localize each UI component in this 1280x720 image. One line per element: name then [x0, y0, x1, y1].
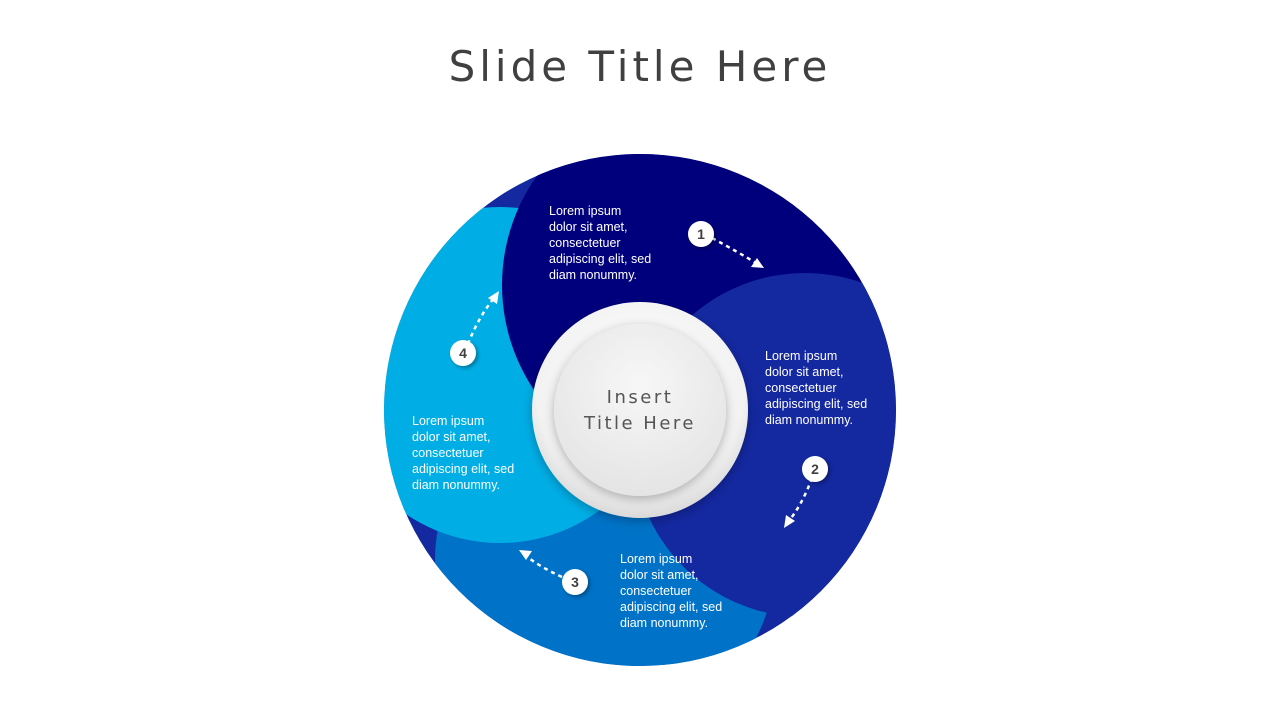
segment-3-line: adipiscing elit, sed — [620, 600, 723, 614]
segment-2-line: Lorem ipsum — [765, 349, 838, 363]
segment-1-line: diam nonummy. — [549, 268, 637, 282]
step-number-4: 4 — [459, 345, 467, 361]
step-number-1: 1 — [697, 226, 705, 242]
segment-1-line: adipiscing elit, sed — [549, 252, 652, 266]
segment-2-line: consectetuer — [765, 381, 837, 395]
step-number-3: 3 — [571, 574, 579, 590]
center-title-line-2: Title Here — [584, 413, 696, 434]
segment-3-line: Lorem ipsum — [620, 552, 693, 566]
step-badge-1: 1 — [688, 221, 714, 247]
segment-2-line: diam nonummy. — [765, 413, 853, 427]
arrowhead-1 — [751, 258, 764, 268]
center-title: Insert Title Here — [555, 385, 725, 437]
arrow-2 — [787, 477, 814, 523]
segment-1-text: Lorem ipsum dolor sit amet, consectetuer… — [549, 203, 679, 283]
segment-4-line: dolor sit amet, — [412, 430, 491, 444]
segment-2-text: Lorem ipsum dolor sit amet, consectetuer… — [765, 348, 895, 428]
arrow-4 — [466, 297, 495, 345]
step-number-2: 2 — [811, 461, 819, 477]
segment-2-line: dolor sit amet, — [765, 365, 844, 379]
segment-2-line: adipiscing elit, sed — [765, 397, 868, 411]
segment-3-line: dolor sit amet, — [620, 568, 699, 582]
step-badge-4: 4 — [450, 340, 476, 366]
arrow-3 — [525, 554, 563, 579]
arrowhead-4 — [488, 291, 499, 304]
segment-4-line: consectetuer — [412, 446, 484, 460]
arrowhead-2 — [784, 515, 795, 528]
segment-4-text: Lorem ipsum dolor sit amet, consectetuer… — [412, 413, 542, 493]
step-badge-3: 3 — [562, 569, 588, 595]
segment-3-text: Lorem ipsum dolor sit amet, consectetuer… — [620, 551, 750, 631]
center-disc — [554, 324, 726, 496]
segment-4-line: Lorem ipsum — [412, 414, 485, 428]
arrowhead-3 — [519, 550, 532, 560]
arrow-1 — [711, 236, 757, 265]
segment-3-line: consectetuer — [620, 584, 692, 598]
segment-4-line: adipiscing elit, sed — [412, 462, 515, 476]
step-badge-2: 2 — [802, 456, 828, 482]
center-title-line-1: Insert — [606, 387, 674, 408]
segment-1-line: dolor sit amet, — [549, 220, 628, 234]
segment-3-line: diam nonummy. — [620, 616, 708, 630]
segment-1-line: Lorem ipsum — [549, 204, 622, 218]
segment-1-line: consectetuer — [549, 236, 621, 250]
slide-title: Slide Title Here — [448, 42, 832, 91]
segment-4-line: diam nonummy. — [412, 478, 500, 492]
